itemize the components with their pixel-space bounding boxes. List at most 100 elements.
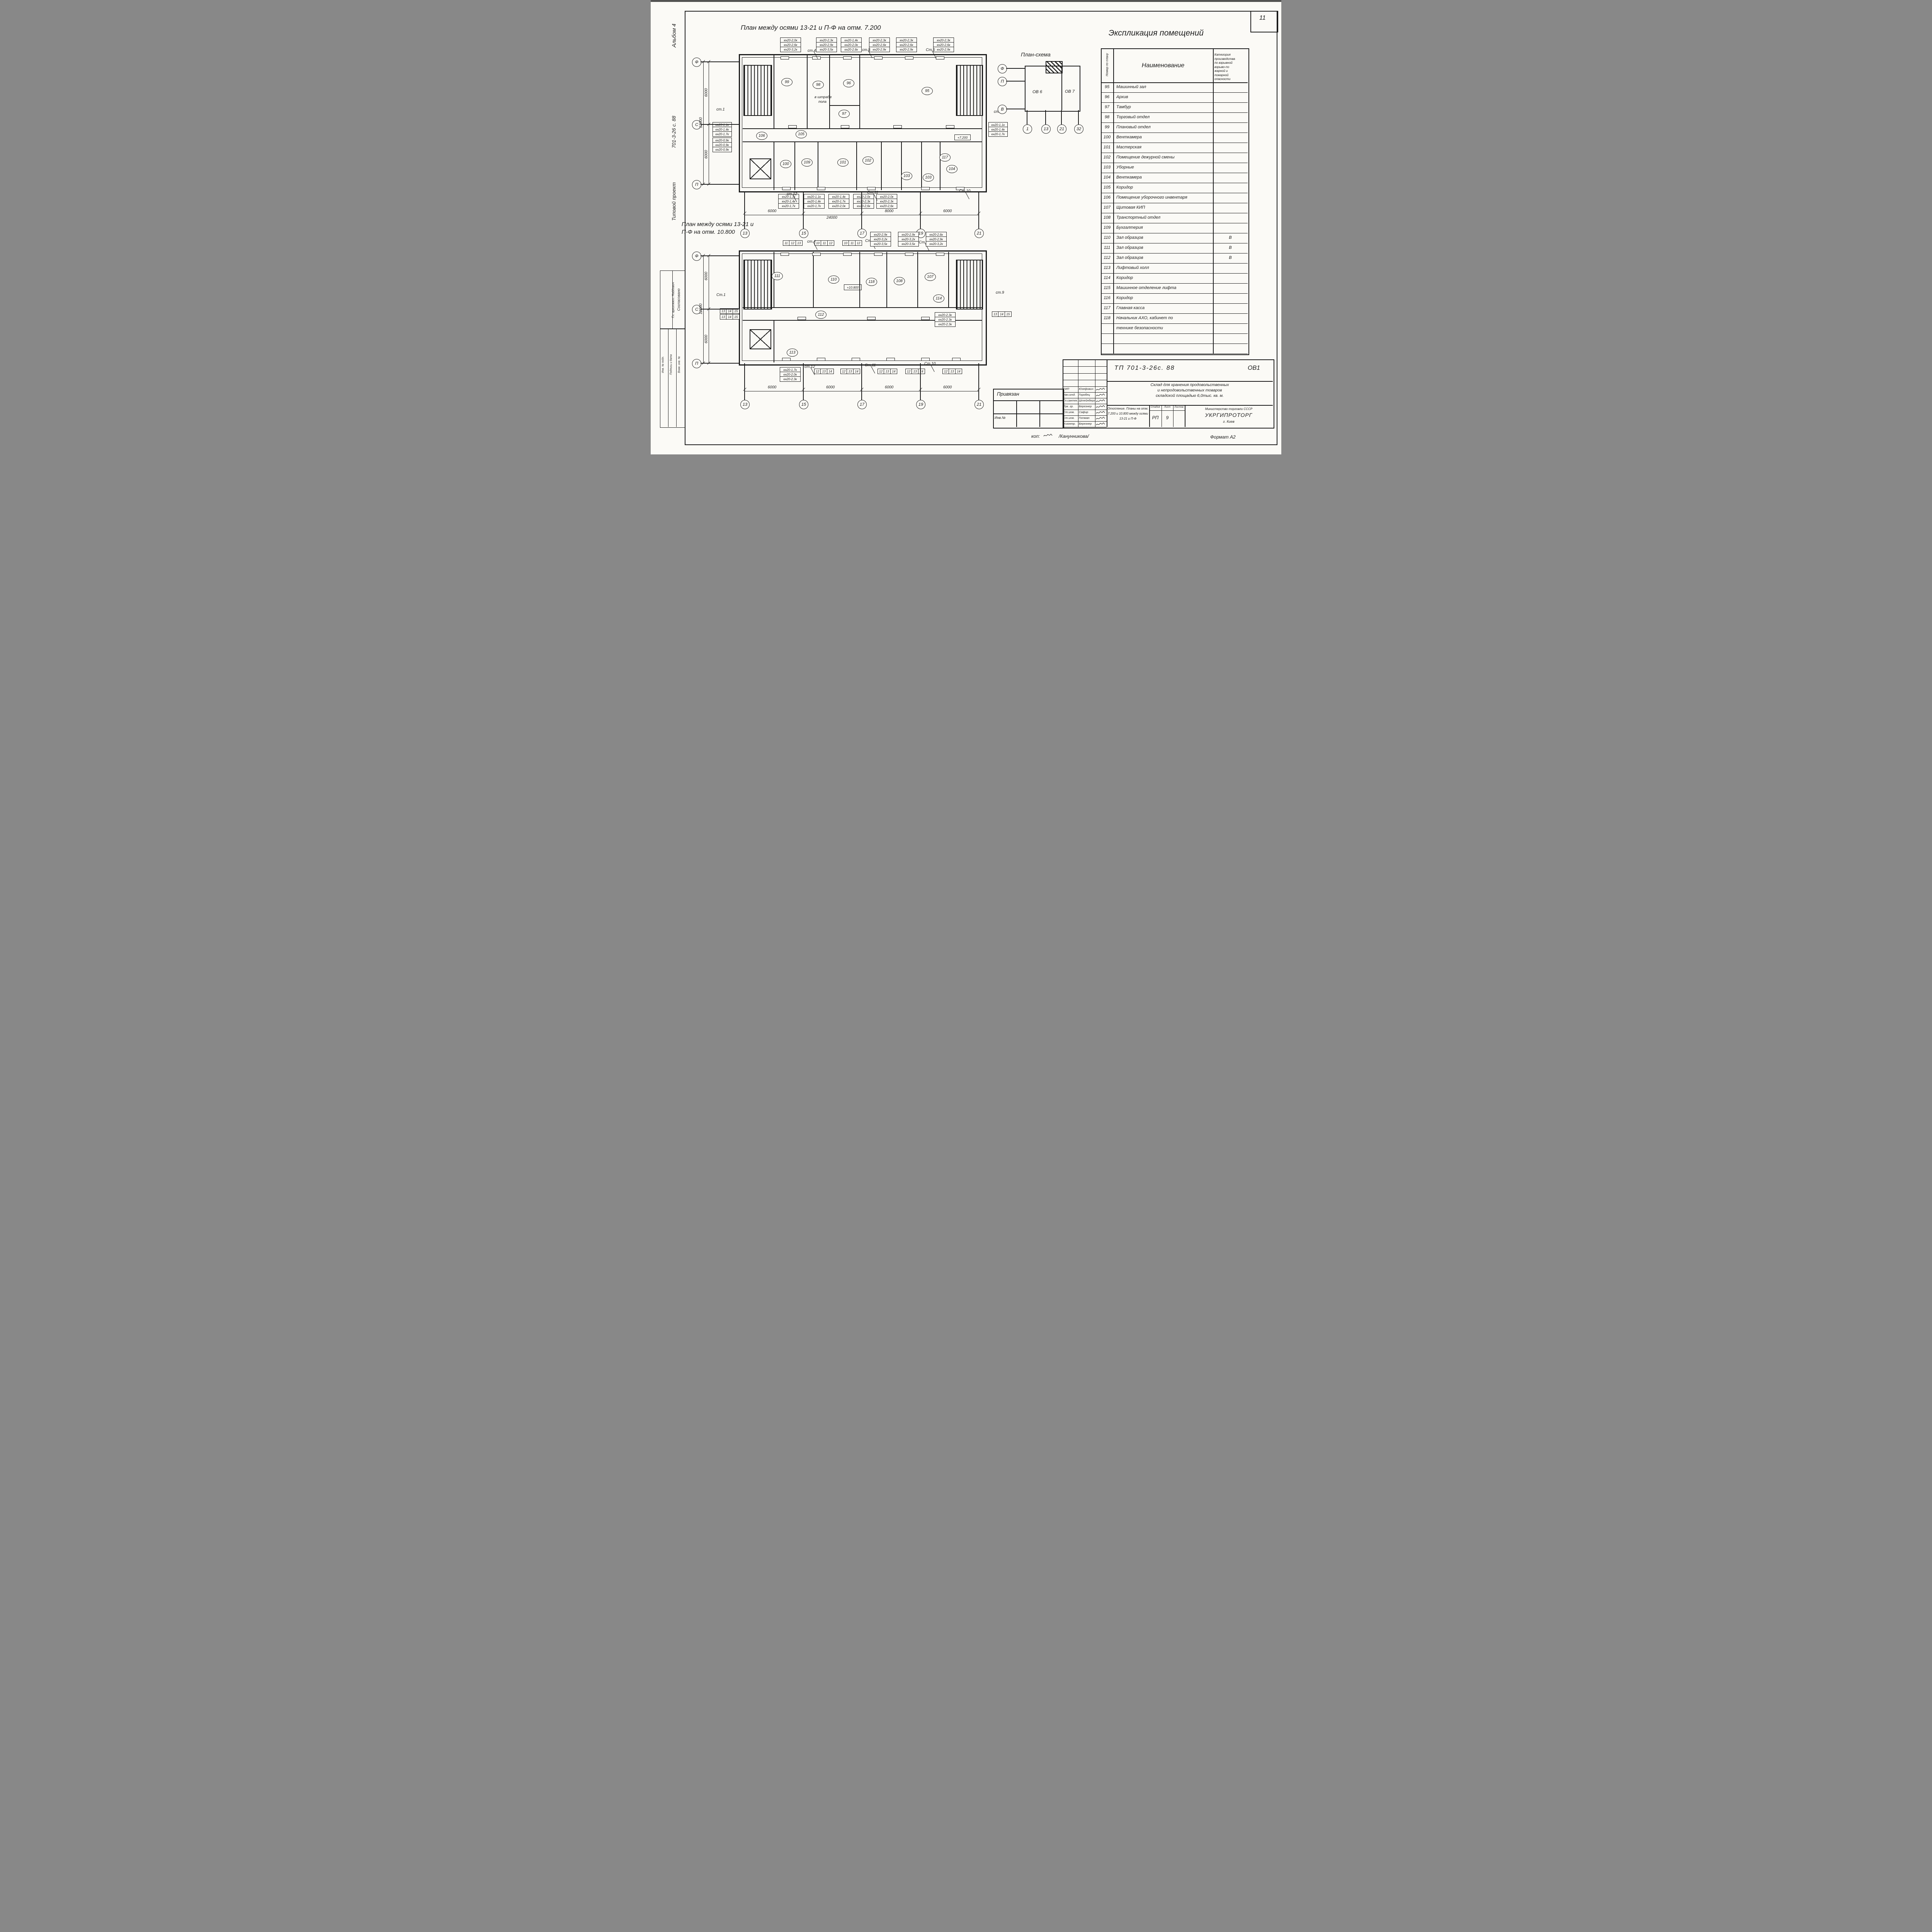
privyazan-label: Привязан [997,391,1019,397]
axis-circle-mid-15: 15 [799,229,808,238]
axis-line-bot-21 [978,363,979,400]
schema-axis-Ф: Ф [998,64,1007,73]
part-top-l3 [856,142,857,190]
dim-total-top: 24000 [827,216,837,220]
trio-bot-2-cell: 14 [890,369,897,374]
tb-staff-line-5 [1063,421,1107,422]
room-circle-top-102: 102 [862,156,874,165]
tb-mark: ОВ1 [1248,365,1260,371]
trio-right-cell: 14 [998,311,1005,317]
radiator-b-bot-2 [852,358,860,361]
st-label-bot-bot-1: Ст.11 [865,363,876,367]
radiator-t-bot-1 [817,187,825,190]
tb-list-label: Лист [1164,406,1171,408]
expl-row-name-24: технике безопасности [1116,326,1163,330]
expl-row-name-14: Бухгалтерия [1116,225,1143,230]
trio-bot-2-cell: 12 [877,369,884,374]
trio-top-2-cell: 12 [855,240,862,246]
dimv-label-topA-0: 6000 [704,88,709,97]
expl-row-num-1: 96 [1104,95,1110,99]
tb-staff-name-1: Горобец [1079,393,1090,396]
radiator-t-cor-3 [946,125,954,128]
expl-colcat-line0: Категория [1214,53,1231,56]
expl-row-cat-16: В [1229,245,1232,250]
tb-empty-h1 [1063,373,1107,374]
expl-row-name-16: Зал образцов [1116,245,1143,250]
tb-code: ТП 701-3-26с. 88 [1114,365,1175,371]
radiator-t-bot-4 [956,187,964,190]
room-circle-bot-111: 111 [772,272,783,280]
trio-top-0-cell: 12 [789,240,796,246]
trio-left-1-cell: 13 [719,314,727,320]
expl-row-num-17: 112 [1104,255,1111,260]
part-bot-u3 [886,252,887,307]
expl-row-name-20: Машинное отделение лифта [1116,286,1177,290]
part-top-l5 [901,142,902,190]
expl-colcat-line3: взрыво-по [1214,65,1230,69]
tb-staff-signature-4 [1096,411,1105,414]
page-number-box [1250,11,1278,32]
kn-bot-top-1-row2: кн20-3,5к [898,241,919,247]
kn-bot-top-2-row2: кн20-3,2к [926,241,947,247]
axis-circle-bot-13: 13 [740,400,750,409]
corridor-wall-a [743,128,982,129]
margin-agreed: Согласовано [677,288,681,311]
tb-staff-name-4: Сафир [1079,410,1088,414]
expl-row-line-19 [1101,283,1248,284]
expl-row-cat-17: В [1229,255,1232,260]
room-circle-top-103: 103 [901,172,912,180]
axis-line-mid-21 [978,192,979,229]
tb-staff-name-3: Березнер [1079,405,1092,408]
radiator-t-top-4 [905,56,913,60]
dimv-line-topB [703,62,704,184]
room-circle-top-104: 104 [946,165,957,173]
tb-staff-signature-2 [1096,399,1105,402]
st-label-top-1: ст.5 [862,48,871,52]
st-label-top-0: ст.4 [808,49,816,53]
radiator-b-top-3 [874,253,883,256]
kn-top-4-row2: кн20-2,9к [896,47,917,52]
dim-label-bot-3: 6000 [943,385,952,389]
format-label: Формат А2 [1210,434,1236,440]
note-line2: пола [818,100,827,104]
room-circle-top-98: 98 [813,81,824,89]
radiator-b-top-5 [936,253,944,256]
room-circle-top-105: 105 [796,130,807,138]
expl-row-num-2: 97 [1104,105,1110,109]
tb-staff-role-0: ГИП [1063,387,1069,391]
expl-row-num-14: 109 [1103,225,1111,230]
radiator-b-top-1 [812,253,821,256]
radiator-b-top-2 [843,253,852,256]
margin-album: Альбом 4 [671,24,677,48]
axis-line-mid-17 [861,192,862,229]
st-label-topbot-0: ст.12 [787,192,798,196]
expl-row-name-19: Коридор [1116,276,1133,280]
room-circle-bot-108: 108 [894,277,905,285]
privyazan-div1 [1016,400,1017,427]
expl-row-name-6: Мастерская [1116,145,1141,150]
room-circle-top-96: 96 [843,79,854,87]
radiator-t-top-0 [781,56,789,60]
trio-top-2-cell: 10 [842,240,849,246]
radiator-t-top-2 [843,56,852,60]
expl-row-name-22: Главная касса [1116,306,1145,310]
st-label-bot-bot-0: ст.12 [804,365,815,369]
trio-bot-1-cell: 14 [853,369,860,374]
trio-bot-0-cell: 14 [827,369,834,374]
expl-row-num-15: 110 [1104,235,1111,240]
expl-row-line-20 [1101,293,1248,294]
expl-row-num-21: 116 [1104,296,1111,300]
axis-circle-bot-21: 21 [975,400,984,409]
stairwell-bottom-right [956,260,983,310]
elevator-shaft-top-plan [750,158,771,179]
tb-staff-signature-0 [1096,388,1105,391]
axis-circle-botL-П: П [692,359,701,368]
expl-row-name-7: Помещение дежурной смены [1116,155,1175,160]
st-label-bot-bot-2: Ст.10 [924,362,936,366]
st-right-bot: ст.9 [996,291,1004,295]
trio-right-cell: 13 [992,311,999,317]
room-circle-top-100: 100 [780,160,791,168]
kn-left1-row2: кн20-1,7к [713,131,732,137]
